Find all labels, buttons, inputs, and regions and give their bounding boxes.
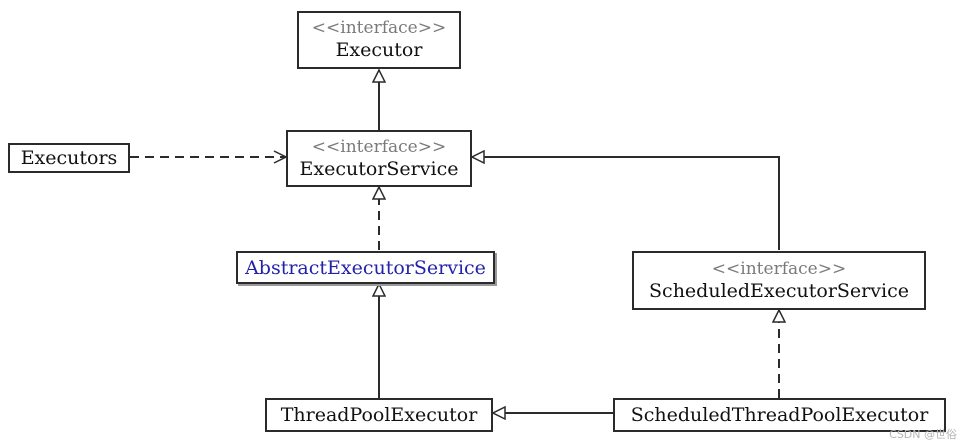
class-name-scheduled-executor-service: ScheduledExecutorService	[649, 279, 909, 302]
class-box-thread-pool-executor: ThreadPoolExecutor	[265, 398, 493, 432]
class-box-scheduled-thread-pool-executor: ScheduledThreadPoolExecutor	[613, 398, 946, 432]
class-name-executor: Executor	[335, 39, 423, 61]
class-name-scheduled-thread-pool-executor: ScheduledThreadPoolExecutor	[630, 404, 929, 426]
watermark: CSDN @世俗	[889, 428, 957, 441]
class-box-executor: <<interface>> Executor	[297, 11, 461, 69]
stereotype-label: <<interface>>	[711, 258, 847, 279]
class-box-scheduled-executor-service: <<interface>> ScheduledExecutorService	[632, 251, 926, 310]
class-box-executor-service: <<interface>> ExecutorService	[286, 130, 472, 187]
stereotype-label: <<interface>>	[311, 136, 447, 157]
class-name-executors: Executors	[20, 147, 118, 169]
class-name-executor-service: ExecutorService	[299, 157, 459, 180]
class-box-executors: Executors	[8, 143, 130, 173]
class-name-thread-pool-executor: ThreadPoolExecutor	[280, 404, 478, 426]
stereotype-label: <<interface>>	[311, 18, 447, 38]
class-box-abstract-executor-service: AbstractExecutorService	[236, 251, 495, 284]
class-name-abstract-executor-service: AbstractExecutorService	[245, 256, 486, 279]
edge-scheduledexecutorservice-extends-executorservice	[472, 157, 780, 250]
